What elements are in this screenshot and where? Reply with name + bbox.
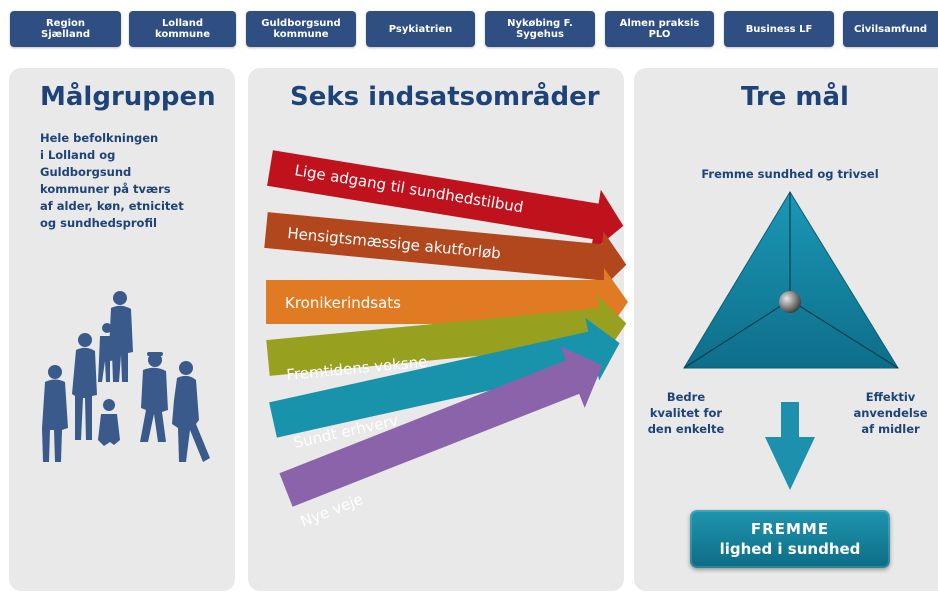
partner-guldborgsund-kommune[interactable]: Guldborgsund kommune <box>246 11 356 47</box>
focus-areas-title: Seks indsatsområder <box>290 82 600 112</box>
focus-label-kronikerindsats: Kronikerindsats <box>285 294 401 312</box>
goals-title: Tre mål <box>741 82 849 112</box>
goal-top-label: Fremme sundhed og trivsel <box>701 167 879 181</box>
arrow-nye-veje <box>279 346 603 507</box>
focus-area-arrows <box>264 150 628 507</box>
down-arrow-icon <box>765 402 815 490</box>
goal-triangle <box>683 191 899 369</box>
partner-lolland-kommune[interactable]: Lolland kommune <box>129 11 236 47</box>
target-group-title: Målgruppen <box>40 82 216 112</box>
goal-left-label: Bedre kvalitet for den enkelte <box>647 390 725 436</box>
partner-region-sjaelland[interactable]: Region Sjælland <box>10 11 121 47</box>
people-silhouette-icon <box>42 291 210 462</box>
arrow-akutforloeb <box>264 212 627 294</box>
target-group-description: Hele befolkningen i Lolland og Guldborgs… <box>40 131 184 230</box>
arrow-sundt-erhverv <box>269 317 620 438</box>
partner-nykobing-sygehus[interactable]: Nykøbing F. Sygehus <box>485 11 595 47</box>
result-line1: FREMME <box>750 520 830 538</box>
partner-civilsamfund[interactable]: Civilsamfund <box>843 11 938 47</box>
goal-right-label: Effektiv anvendelse af midler <box>853 390 928 436</box>
partner-business-lf[interactable]: Business LF <box>724 11 834 47</box>
arrow-lige-adgang <box>267 150 624 253</box>
result-box: FREMME lighed i sundhed <box>690 510 890 568</box>
result-line2: lighed i sundhed <box>719 540 861 558</box>
partner-psykiatrien[interactable]: Psykiatrien <box>366 11 475 47</box>
arrow-fremtidens-voksne <box>266 295 627 376</box>
partner-almen-praksis[interactable]: Almen praksis PLO <box>605 11 714 47</box>
